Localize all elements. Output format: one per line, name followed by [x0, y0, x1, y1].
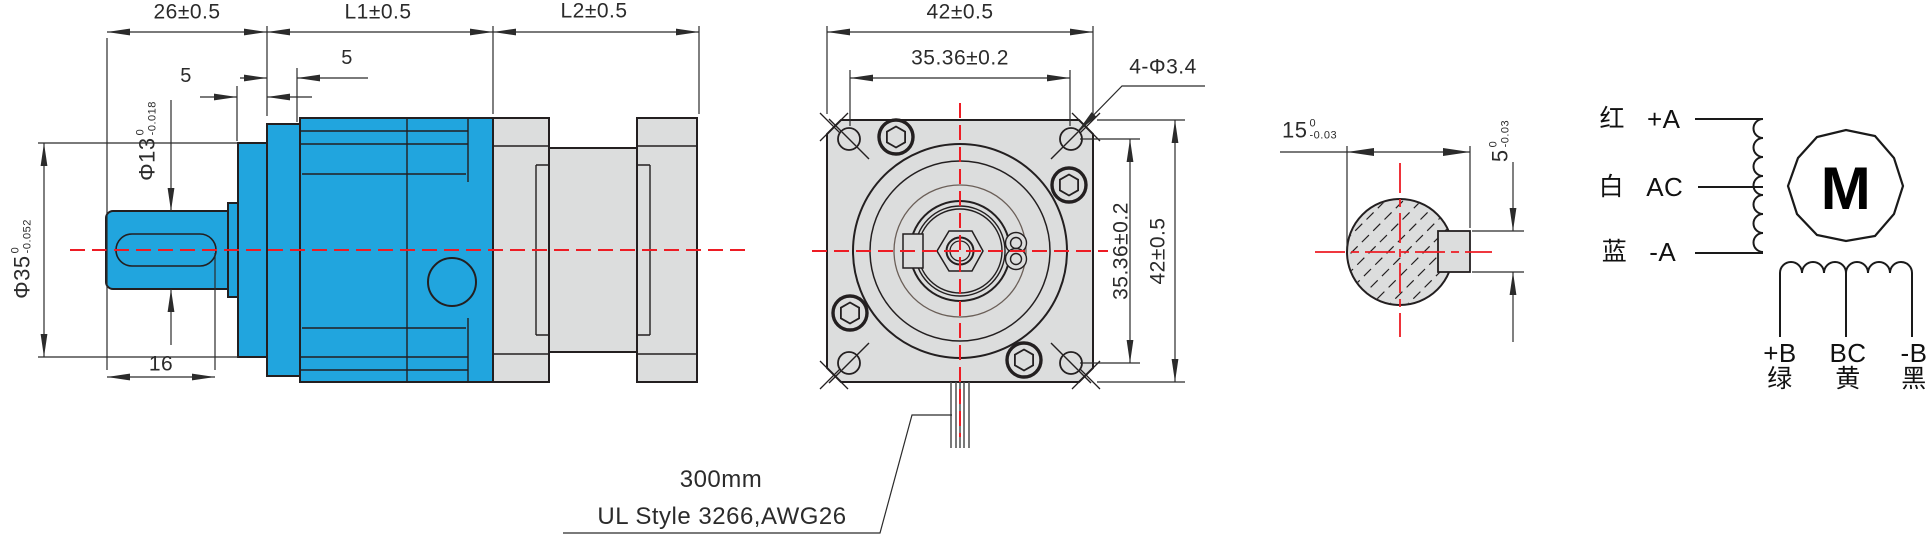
dim-key-height-5: 5 0-0.03: [1487, 119, 1512, 163]
front-view-drawing: [563, 26, 1205, 534]
lead-label-blue-minus-a: 蓝-A: [1601, 237, 1677, 267]
shaft-section-drawing: [1280, 146, 1524, 342]
dim-gearbox-length-l1: L1±0.5: [344, 0, 412, 24]
dim-step-5-upper: 5: [341, 47, 353, 69]
dim-shaft-length-16: 16: [148, 352, 174, 376]
dim-face-height-42: 42±0.5: [1146, 217, 1170, 285]
motor-symbol-circle: [1786, 128, 1905, 243]
section-centerlines: [1315, 163, 1492, 337]
dim-step-5-lower: 5: [180, 65, 192, 87]
mounting-holes-callout: 4-Φ3.4: [1129, 55, 1197, 79]
motor-symbol-m: M: [1820, 155, 1872, 222]
dim-motor-length-l2: L2±0.5: [560, 0, 628, 23]
section-dimensions: [1280, 146, 1524, 342]
motor-cap-lines: [493, 145, 697, 355]
dim-section-across-flat-15: 15 0-0.03: [1282, 117, 1338, 142]
side-view-drawing: [38, 26, 745, 383]
dim-face-width-42: 42±0.5: [926, 0, 994, 24]
front-view-dimensions: [563, 26, 1205, 534]
dim-shaft-diameter-13: Φ13 0-0.018: [134, 101, 159, 181]
phase-b-coil: [1779, 261, 1913, 337]
retaining-ring-ears: [1004, 231, 1028, 271]
side-view-dimensions: [38, 26, 700, 381]
front-view-centerlines: [812, 103, 1108, 437]
gearbox-internal-lines: [300, 118, 477, 382]
lead-label-red-plus-a: 红+A: [1599, 104, 1681, 134]
phase-a-coil: [1752, 118, 1764, 253]
cable-spec-note: UL Style 3266,AWG26: [597, 503, 847, 530]
dim-boss-diameter-35: Φ35 0-0.052: [9, 219, 34, 299]
dim-hole-spacing-horizontal: 35.36±0.2: [911, 46, 1009, 70]
dim-gearbox-front-length: 26±0.5: [153, 0, 221, 24]
wiring-diagram: [1695, 118, 1913, 337]
dim-hole-spacing-vertical: 35.36±0.2: [1109, 202, 1133, 300]
cable-length-note: 300mm: [679, 466, 763, 493]
